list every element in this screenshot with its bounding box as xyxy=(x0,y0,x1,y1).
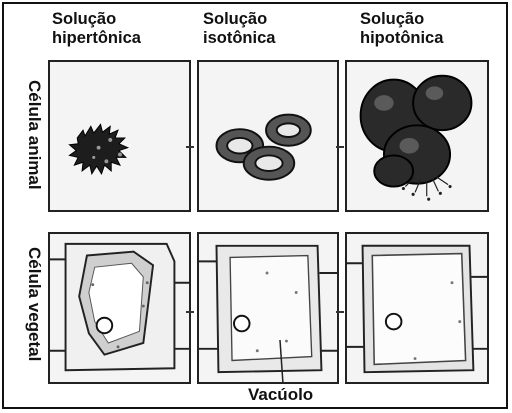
arrow-marker xyxy=(336,146,344,148)
panel-animal-hypertonic xyxy=(48,60,191,212)
vacuole-label: Vacúolo xyxy=(248,385,313,405)
column-header-hypertonic: Solução hipertônica xyxy=(52,10,141,48)
column-header-line1: Solução xyxy=(360,10,443,29)
swollen-plant-cell-illustration xyxy=(347,234,487,382)
column-header-line1: Solução xyxy=(203,10,275,29)
red-blood-cells-illustration xyxy=(199,62,337,210)
panel-plant-hypertonic xyxy=(48,232,191,384)
panel-animal-isotonic xyxy=(197,60,339,212)
plasmolyzed-plant-cell-illustration xyxy=(50,234,189,382)
column-header-line2: isotônica xyxy=(203,29,275,48)
arrow-marker xyxy=(186,146,194,148)
row-label-animal-cell: Célula animal xyxy=(24,80,44,190)
row-label-plant-cell: Célula vegetal xyxy=(24,247,44,361)
arrow-marker xyxy=(186,311,194,313)
column-header-isotonic: Solução isotônica xyxy=(203,10,275,48)
panel-animal-hypotonic xyxy=(345,60,489,212)
column-header-line1: Solução xyxy=(52,10,141,29)
panel-plant-hypotonic xyxy=(345,232,489,384)
panel-plant-isotonic xyxy=(197,232,339,384)
swollen-lysed-cell-illustration xyxy=(347,62,487,210)
crenated-cell-illustration xyxy=(50,62,189,210)
column-header-line2: hipertônica xyxy=(52,29,141,48)
column-header-hypotonic: Solução hipotônica xyxy=(360,10,443,48)
column-header-line2: hipotônica xyxy=(360,29,443,48)
arrow-marker xyxy=(336,311,344,313)
turgid-plant-cell-illustration xyxy=(199,234,337,382)
